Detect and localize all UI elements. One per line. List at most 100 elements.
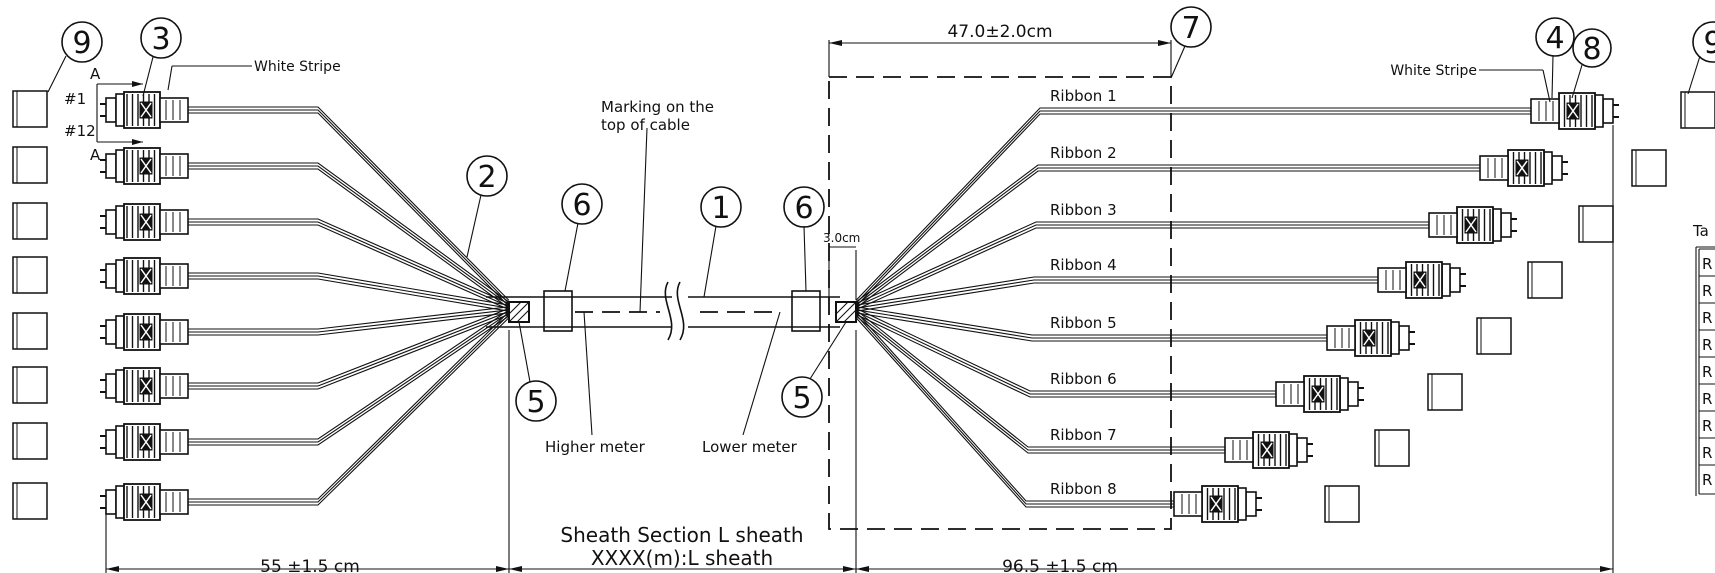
left-ribbon-leg-3 xyxy=(186,218,510,311)
marking-line1: Marking on the xyxy=(601,98,714,116)
dimension-center-line1: Sheath Section L sheath xyxy=(560,523,803,547)
table-cell-3: R xyxy=(1702,309,1712,327)
right-connector-1 xyxy=(1530,92,1619,130)
callout-1: 1 xyxy=(700,186,742,298)
left-ribbon-leg-1 xyxy=(186,106,510,307)
left-connector-1 xyxy=(100,91,189,129)
left-connector-7 xyxy=(100,423,189,461)
ribbon-label-1: Ribbon 1 xyxy=(1050,87,1117,105)
svg-text:9: 9 xyxy=(72,26,91,61)
left-dust-cap-7 xyxy=(12,422,48,460)
ribbon-label-7: Ribbon 7 xyxy=(1050,426,1117,444)
right-connector-3 xyxy=(1428,206,1517,244)
right-ribbon-leg-1 xyxy=(855,107,1531,307)
left-dust-cap-5 xyxy=(12,312,48,350)
right-ribbon-leg-5 xyxy=(855,306,1327,342)
left-connectors xyxy=(100,91,189,521)
ribbon-label-5: Ribbon 5 xyxy=(1050,314,1117,332)
left-dust-cap-8 xyxy=(12,482,48,520)
right-dust-cap-4 xyxy=(1527,261,1563,299)
breakout-length-dim: 3.0cm xyxy=(823,231,860,300)
callout-5-right: 5 xyxy=(781,321,847,418)
svg-text:9: 9 xyxy=(1703,26,1715,61)
svg-text:7: 7 xyxy=(1181,11,1200,46)
svg-text:4: 4 xyxy=(1545,21,1564,56)
right-dust-cap-8 xyxy=(1324,485,1360,523)
left-dust-cap-1 xyxy=(12,90,48,128)
white-stripe-left-label: White Stripe xyxy=(254,59,341,75)
right-dust-cap-7 xyxy=(1374,429,1410,467)
fiber-first-label: #1 xyxy=(64,90,86,108)
left-connector-5 xyxy=(100,313,189,351)
left-connector-6 xyxy=(100,367,189,405)
dimension-right-label: 96.5 ±1.5 cm xyxy=(1002,557,1118,573)
right-ribbon-leg-3 xyxy=(855,221,1429,311)
ribbon-label-3: Ribbon 3 xyxy=(1050,201,1117,219)
main-cable xyxy=(486,281,840,341)
boot-left xyxy=(508,301,530,323)
section-a-marker: A A #1 #12 xyxy=(64,65,143,164)
callout-6-left: 6 xyxy=(561,183,603,292)
dimension-top: 47.0±2.0cm xyxy=(828,22,1172,77)
table-cell-5: R xyxy=(1702,363,1712,381)
callout-5-left: 5 xyxy=(515,321,557,422)
callout-8: 8 xyxy=(1571,28,1612,99)
svg-text:1: 1 xyxy=(711,191,730,226)
left-connector-3 xyxy=(100,203,189,241)
higher-meter-label: Higher meter xyxy=(545,438,646,456)
staggered-zone-box xyxy=(828,76,1172,530)
left-breakout-fan xyxy=(186,106,510,506)
annotation-higher-meter: Higher meter xyxy=(545,311,646,456)
right-connector-7 xyxy=(1224,431,1313,469)
ribbon-label-8: Ribbon 8 xyxy=(1050,480,1117,498)
right-dust-cap-2 xyxy=(1631,149,1667,187)
left-ribbon-leg-2 xyxy=(186,162,510,309)
dimension-bottom: 55 ±1.5 cm Sheath Section L sheath XXXX(… xyxy=(105,125,1614,573)
right-connector-2 xyxy=(1479,149,1568,187)
left-dust-caps xyxy=(12,90,48,520)
section-a-bottom: A xyxy=(90,146,101,164)
left-ribbon-leg-8 xyxy=(186,311,510,506)
table-cell-1: R xyxy=(1702,255,1712,273)
left-dust-cap-3 xyxy=(12,202,48,240)
callout-7: 7 xyxy=(1170,6,1212,79)
callout-4: 4 xyxy=(1535,17,1575,99)
ribbon-label-6: Ribbon 6 xyxy=(1050,370,1117,388)
callout-2: 2 xyxy=(466,155,508,258)
table-cell-2: R xyxy=(1702,282,1712,300)
left-dust-cap-2 xyxy=(12,146,48,184)
right-ribbon-leg-6 xyxy=(855,307,1276,398)
right-connector-4 xyxy=(1377,261,1466,299)
right-connector-8 xyxy=(1173,485,1262,523)
table-cell-8: R xyxy=(1702,444,1712,462)
right-dust-cap-3 xyxy=(1578,205,1614,243)
left-ribbon-leg-6 xyxy=(186,307,510,390)
left-connector-2 xyxy=(100,147,189,185)
right-dust-cap-5 xyxy=(1476,317,1512,355)
callout-9-right: 9 xyxy=(1687,21,1715,95)
annotation-lower-meter: Lower meter xyxy=(702,311,798,456)
right-dust-cap-1 xyxy=(1680,91,1715,129)
section-a-top: A xyxy=(90,65,101,83)
annotation-white-stripe-right: White Stripe xyxy=(1390,63,1551,103)
callout-9-left: 9 xyxy=(47,21,103,93)
svg-text:8: 8 xyxy=(1582,32,1601,67)
callout-6-right: 6 xyxy=(783,186,825,292)
ribbon-label-2: Ribbon 2 xyxy=(1050,144,1117,162)
sleeve-left xyxy=(543,290,573,332)
table-cell-4: R xyxy=(1702,336,1712,354)
svg-text:5: 5 xyxy=(526,385,545,420)
svg-text:3: 3 xyxy=(151,22,170,57)
left-ribbon-leg-7 xyxy=(186,309,510,446)
white-stripe-right-label: White Stripe xyxy=(1390,63,1477,79)
annotation-white-stripe-left: White Stripe xyxy=(167,59,341,91)
right-ribbon-leg-8 xyxy=(855,311,1174,508)
left-connector-8 xyxy=(100,483,189,521)
fiber-last-label: #12 xyxy=(64,122,96,140)
table-cell-6: R xyxy=(1702,390,1712,408)
right-ribbon-leg-7 xyxy=(855,309,1225,454)
right-connector-5 xyxy=(1326,319,1415,357)
